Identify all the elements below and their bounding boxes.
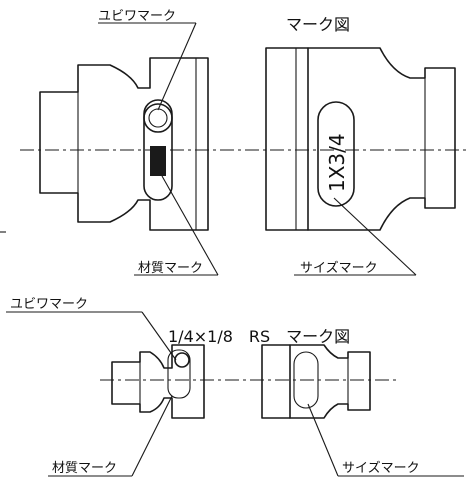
top-title: マーク図 <box>286 15 350 34</box>
top-figure: マーク図 1X3/4 ユビワマーク 材質マーク サイズマーク <box>0 9 467 276</box>
top-label-material-leader <box>161 175 219 276</box>
top-label-maker: ユビワマーク <box>98 9 176 24</box>
top-size-mark-text: 1X3/4 <box>325 133 349 192</box>
top-right-fitting-body <box>307 47 456 231</box>
bottom-maker-ring-mark <box>174 352 190 368</box>
top-label-size: サイズマーク <box>300 260 378 276</box>
bottom-label-maker: ユビワマーク <box>10 297 88 312</box>
bottom-label-size: サイズマーク <box>342 460 420 476</box>
top-material-mark-stamp <box>150 146 166 176</box>
top-label-material: 材質マーク <box>138 261 203 276</box>
top-label-size-leader <box>333 197 417 276</box>
bottom-label-size-leader <box>307 403 339 477</box>
top-maker-ring-mark <box>143 103 173 133</box>
top-left-fitting-outline <box>39 57 209 231</box>
bottom-label-maker-leader <box>141 311 177 361</box>
bottom-title: 1/4×1/8 RS マーク図 <box>168 327 350 346</box>
bottom-right-fitting-body <box>289 344 371 419</box>
top-size-mark-capsule <box>317 101 355 207</box>
bottom-label-material: 材質マーク <box>52 461 117 476</box>
bottom-material-mark-capsule <box>167 349 191 399</box>
top-right-fitting-outline <box>265 47 309 231</box>
bottom-figure: ユビワマーク 1/4×1/8 RS マーク図 材質マーク サイズマーク <box>6 297 464 477</box>
top-label-maker-leader <box>157 22 197 111</box>
bottom-left-fitting-outline <box>111 344 205 419</box>
bottom-right-fitting-outline <box>261 344 291 419</box>
bottom-label-material-leader <box>131 395 173 477</box>
top-maker-ring-inner <box>148 108 168 128</box>
